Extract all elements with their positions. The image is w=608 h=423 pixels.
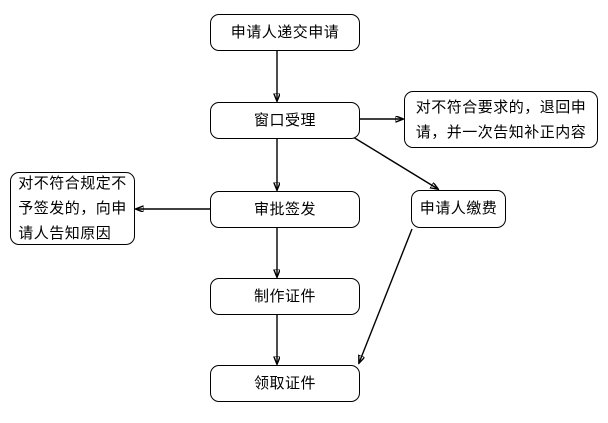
node-return-application[interactable]: 对不符合要求的，退回申 请，并一次告知补正内容 — [404, 91, 598, 148]
node-approval-issuance[interactable]: 审批签发 — [210, 191, 360, 228]
node-window-acceptance[interactable]: 窗口受理 — [210, 102, 360, 139]
node-notify-reason[interactable]: 对不符合规定不 予签发的，向申 请人告知原因 — [10, 172, 135, 245]
node-label: 对不符合要求的，退回申 请，并一次告知补正内容 — [415, 98, 587, 141]
node-collect-certificate[interactable]: 领取证件 — [210, 365, 360, 402]
node-produce-certificate[interactable]: 制作证件 — [210, 278, 360, 315]
node-label: 制作证件 — [253, 287, 316, 305]
node-label: 申请人缴费 — [419, 200, 498, 217]
node-label: 领取证件 — [253, 374, 316, 392]
edge-payment-to-collect — [359, 228, 413, 363]
node-label: 申请人递交申请 — [230, 23, 340, 41]
node-label: 对不符合规定不 予签发的，向申 请人告知原因 — [18, 175, 127, 242]
edge-window-to-payment — [352, 136, 438, 189]
node-label: 审批签发 — [253, 200, 316, 218]
node-label: 窗口受理 — [253, 111, 316, 129]
node-applicant-payment[interactable]: 申请人缴费 — [411, 190, 506, 228]
node-submit-application[interactable]: 申请人递交申请 — [210, 14, 360, 51]
